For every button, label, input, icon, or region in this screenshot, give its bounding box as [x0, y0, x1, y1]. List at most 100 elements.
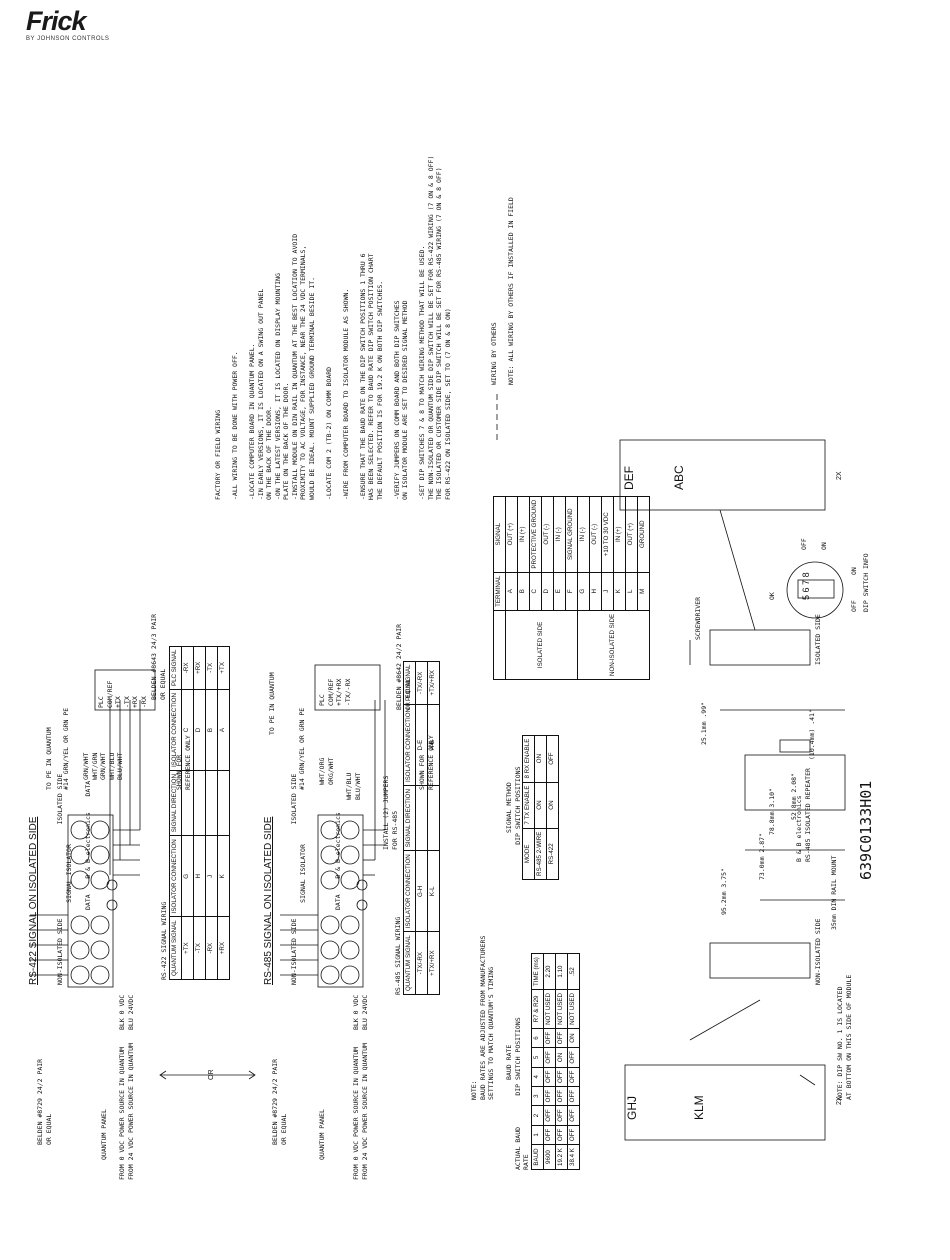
rs422-table-cell: A	[217, 689, 229, 771]
baud-table-cell: OFF	[567, 1047, 579, 1068]
rs485-sources: FROM 0 VDC POWER SOURCE IN QUANTUM FROM …	[352, 1043, 369, 1180]
rs422-table-cell: K	[217, 835, 229, 917]
note-12: -ENSURE THAT THE BAUD RATE ON THE DIP SW…	[358, 253, 367, 500]
terminal-cell: OUT (-)	[589, 496, 602, 573]
rs485-bb-text: B & B electronics	[334, 812, 342, 879]
view-2x-top: 2X	[836, 471, 843, 480]
rs485-table-cell: -TX/-RX	[415, 931, 427, 995]
terminal-cell: GROUND	[637, 496, 650, 573]
signal-method-header-cell: MODE	[522, 828, 535, 880]
frick-logo: Frick BY JOHNSON CONTROLS	[26, 8, 109, 43]
dip-off-top: OFF	[800, 538, 808, 550]
dip-num-6: 6	[801, 587, 811, 593]
terminal-cell: IN (-)	[577, 496, 590, 573]
rs422-table-cell	[181, 770, 193, 836]
terminal-cell: G	[577, 572, 590, 611]
rs422-bb: DATA B & B electronics DATA	[84, 781, 93, 910]
rs422-power-labels: BLK 0 VDC BLU 24VDC	[118, 995, 135, 1030]
terminal-cell: +10 TO 30 VDC	[601, 496, 614, 573]
terminal-header-blank	[493, 610, 506, 680]
rs485-table-cell: -TX/-RX	[415, 661, 427, 705]
rs422-table-header-cell: PLC SIGNAL	[169, 646, 181, 690]
rs422-table-cell	[217, 770, 229, 836]
note-20: FOR RS-422 ON ISOLATED SIDE, SET TO (7 O…	[443, 308, 452, 500]
module-bb: B & B electronics RS-485 ISOLATED REPEAT…	[795, 768, 812, 862]
rs485-v24: 24VDC	[360, 994, 369, 1015]
iso-side-label: ISOLATED SIDE	[814, 614, 822, 665]
rs485-plc-t1: +TX/+RX	[335, 678, 343, 706]
rs485-belden-text: BELDEN #8729 24/2 PAIR	[271, 1058, 279, 1145]
note-5: -ON THE LATEST VERSIONS, IT IS LOCATED O…	[273, 273, 282, 500]
baud-table-cell: OFF	[543, 1028, 555, 1048]
sm-title-1: SIGNAL METHOD	[505, 782, 513, 834]
dip-off-label: OFF	[850, 600, 858, 612]
note-3: -IN EARLY VERSIONS, IT IS LOCATED ON A S…	[256, 288, 265, 500]
terminal-side-label: NON-ISOLATED SIDE	[577, 610, 650, 680]
dip-numbers: 5 6 7 8	[801, 572, 811, 600]
baud-table-header-cell: 4	[531, 1067, 543, 1087]
signal-method-cell: OFF	[546, 735, 559, 783]
terminal-cell: D	[541, 572, 554, 611]
rs422-blk: BLK	[118, 1018, 126, 1030]
rs422-table-cell: D	[193, 689, 205, 771]
wiring-legend: WIRING BY OTHERS NOTE: ALL WIRING BY OTH…	[490, 197, 516, 385]
module-side-isolated	[709, 629, 811, 666]
terminal-cell: A	[505, 572, 518, 611]
rs485-table-cell: D-E	[415, 704, 427, 786]
rs485-gnd-text: #14 GRN/YEL OR GRN	[298, 719, 306, 790]
rs485-bb: DATA B & B electronics	[334, 812, 343, 910]
rs422-table-cell: B	[205, 689, 217, 771]
legend-wiring: WIRING BY OTHERS	[490, 322, 498, 385]
rs422-terminals	[67, 814, 118, 988]
module-bb-text: B & B electronics	[795, 795, 803, 862]
rs485-non-iso: NON-ISOLATED SIDE	[290, 918, 298, 985]
module-top-outline	[619, 439, 826, 511]
rs485-power-labels: BLK 0 VDC BLU 24VDC	[352, 995, 369, 1030]
rs485-gnd: #14 GRN/YEL OR GRN PE	[298, 708, 307, 790]
rs422-to-pe: TO PE IN QUANTUM	[45, 727, 53, 790]
legend-note: NOTE: ALL WIRING BY OTHERS IF INSTALLED …	[507, 197, 515, 385]
rs422-plc-t1: +TX	[114, 696, 122, 708]
rs422-side-labels: NON-ISOLATED SIDE ISOLATED SIDE SIGNAL I…	[56, 774, 73, 985]
baud-table-cell: OFF	[567, 1067, 579, 1087]
rs485-blk: BLK	[352, 1018, 360, 1030]
rs485-wc-3: BLU/WHT	[353, 772, 362, 800]
baud-note-1: BAUD RATES ARE ADJUSTED FROM MANUFACTURE…	[478, 935, 487, 1100]
baud-table-header-cell: 1	[531, 1125, 543, 1145]
rs485-blu: BLU	[360, 1018, 369, 1030]
note-9: WOULD BE IDEAL. MOUNT SUPPLIED GROUND TE…	[307, 276, 316, 500]
note-13: HAS BEEN SELECTED. REFER TO BAUD RATE DI…	[367, 253, 375, 500]
rs485-wire-colors-2: WHT/BLU BLU/WHT	[345, 773, 362, 800]
dip-note-1: NOTE: DIP SW NO. 1 IS LOCATED	[836, 986, 844, 1101]
rs422-table-cell: -TX	[205, 646, 217, 690]
note-16: ON ISOLATOR MODULE ARE SET TO DESIRED SI…	[401, 300, 409, 500]
module-iso-label: RS-485 ISOLATED REPEATER	[803, 768, 812, 862]
rs422-table-cell: -RX	[205, 916, 217, 980]
rs422-gnd: #14 GRN/YEL OR GRN PE	[62, 708, 71, 790]
signal-method-cell: ON	[546, 782, 559, 829]
rs422-table-title: RS-422 SIGNAL WIRING	[160, 901, 168, 980]
baud-table-header-cell: TIME (ms)	[531, 953, 543, 990]
rs422-quantum-panel: QUANTUM PANEL	[100, 1109, 108, 1160]
rs422-v0: 0 VDC	[118, 994, 126, 1015]
rs422-table-cell: -TX	[193, 916, 205, 980]
dip-switch-magnifier	[786, 561, 844, 619]
rs422-wc-3: WHT/BLU	[107, 752, 116, 780]
terminal-cell: K	[613, 572, 626, 611]
rs422-table-cell: J	[205, 835, 217, 917]
rs422-plc-t3: +RX	[131, 696, 139, 708]
rs422-table-header-cell: SIGNAL DIRECTION	[169, 770, 181, 836]
rs422-pe: PE	[62, 707, 70, 716]
module-front	[744, 754, 846, 811]
terminal-cell: OUT (-)	[541, 496, 554, 573]
baud-table-cell: NOT USED	[555, 989, 567, 1029]
baud-title-2: DIP SWITCH POSITIONS	[513, 1017, 522, 1096]
